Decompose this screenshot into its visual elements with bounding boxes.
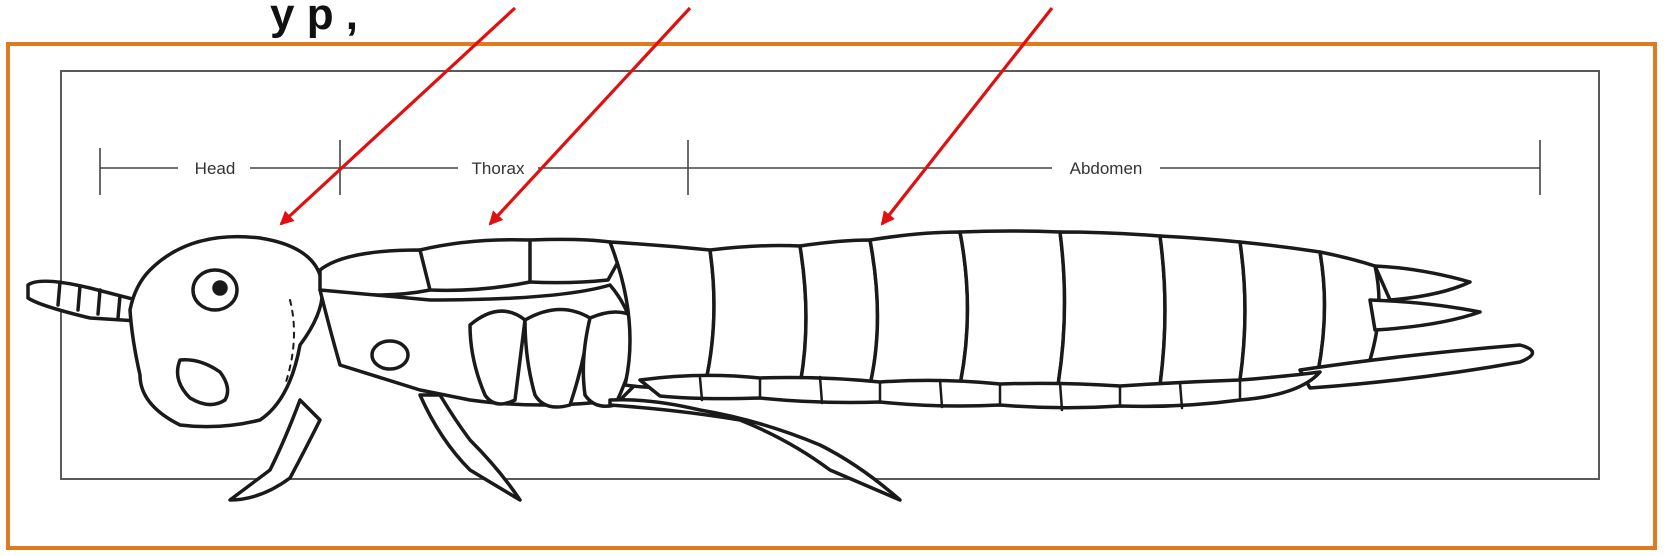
arrow-to-thorax <box>490 8 690 224</box>
segment-label-abdomen: Abdomen <box>1070 159 1143 178</box>
segment-label-head: Head <box>195 159 236 178</box>
segment-ruler <box>100 140 1540 195</box>
arrow-to-abdomen <box>882 8 1052 224</box>
arrow-to-head <box>281 8 515 224</box>
abdomen-tergite-7 <box>1160 236 1245 386</box>
cercus-upper <box>1375 266 1470 300</box>
abdomen-tergite-6 <box>1058 232 1165 389</box>
cercus-lower <box>1370 300 1480 330</box>
mesonotum <box>420 240 540 291</box>
pointer-arrows <box>281 8 1052 224</box>
hindleg <box>610 400 900 500</box>
segment-label-thorax: Thorax <box>472 159 525 178</box>
insect-drawing <box>28 231 1533 500</box>
abdomen-tergite-8 <box>1240 242 1325 380</box>
metanotum <box>530 239 618 282</box>
abdomen-tergite-2 <box>705 246 806 389</box>
abdomen-tergite-9 <box>1318 252 1379 372</box>
midleg <box>420 395 520 500</box>
abdomen-tergite-4 <box>870 232 968 388</box>
abdomen-tergite-5 <box>960 231 1065 388</box>
abdomen-tergite-3 <box>800 240 878 388</box>
